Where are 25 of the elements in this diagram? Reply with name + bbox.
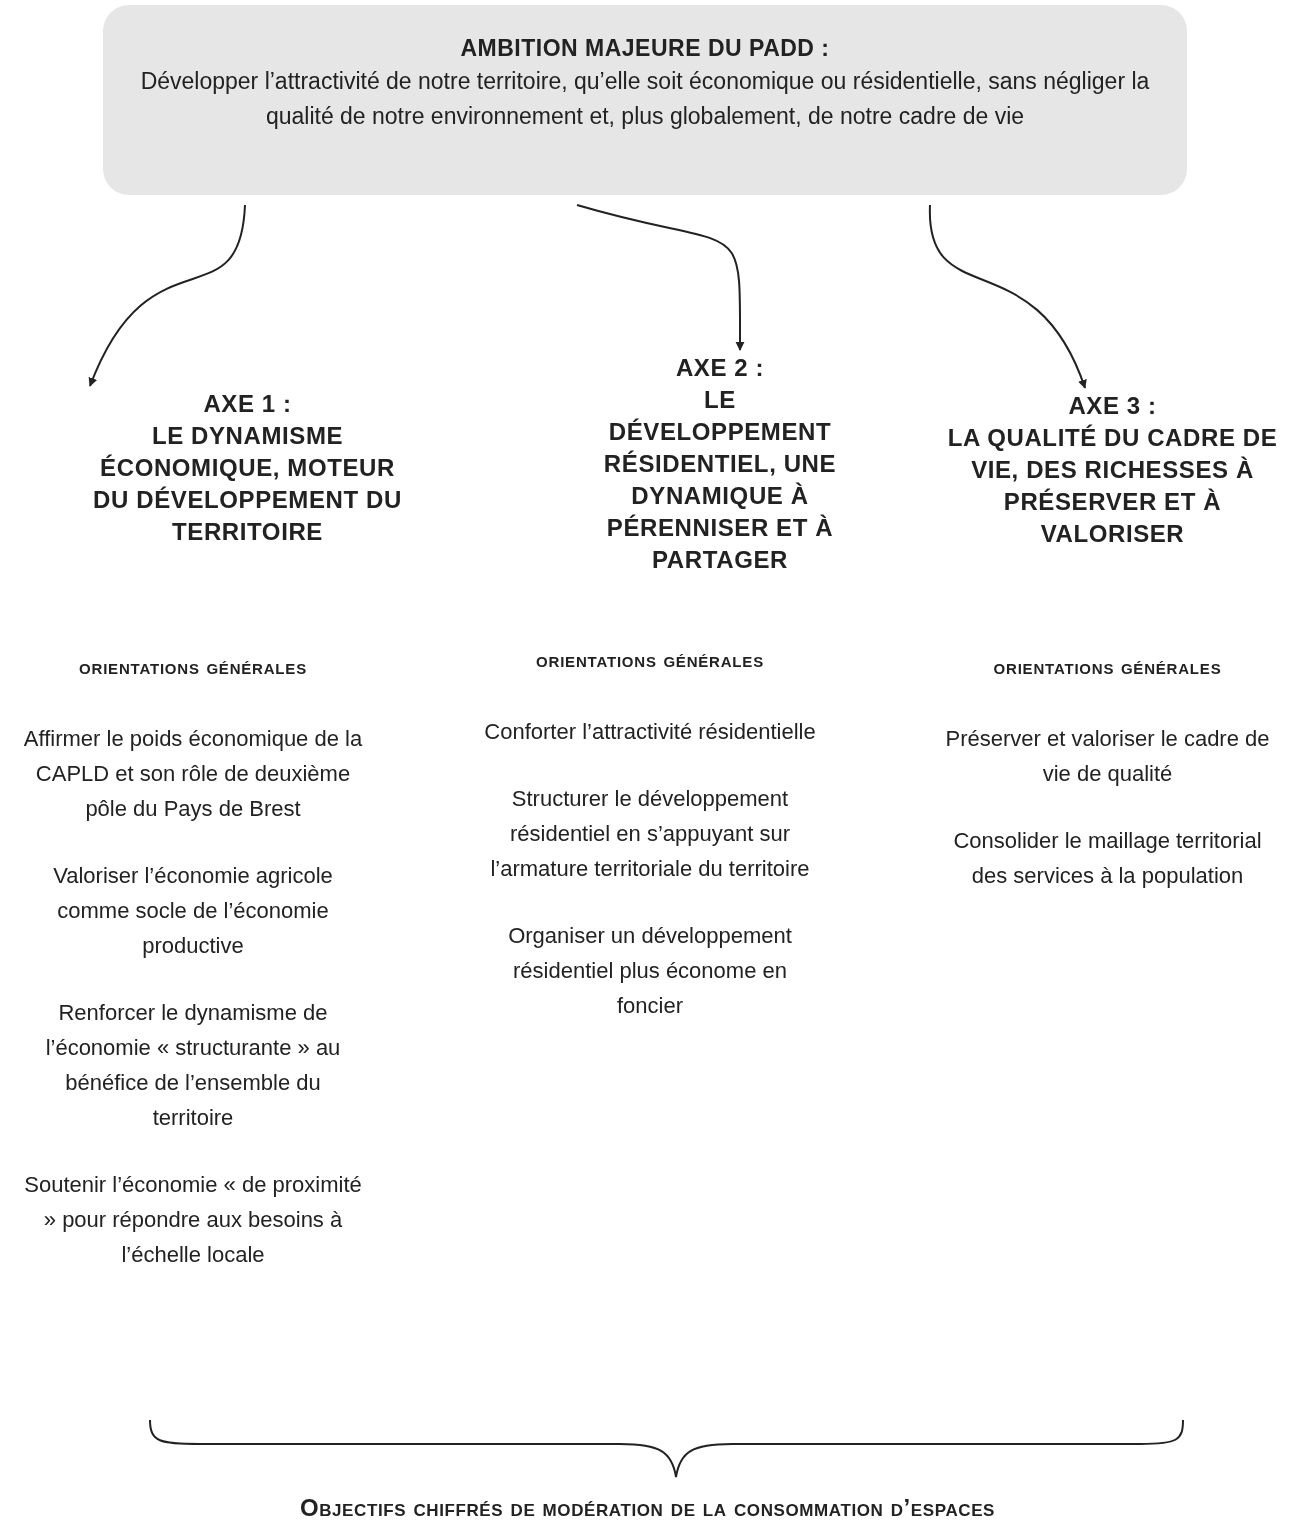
summary-text: Objectifs chiffrés de modération de la consommation d’espaces xyxy=(298,1494,997,1522)
orientation-text: Valoriser l’économie agricole comme socle de l’économie productive xyxy=(52,862,334,960)
box-heading: AMBITION MAJEURE DU PADD : xyxy=(459,35,831,62)
axis-number: AXE 3 : xyxy=(1067,391,1158,421)
curved-arrow xyxy=(929,204,1087,389)
orientation-text: Soutenir l’économie « de proximité » pour répondre aux besoins à l’échelle locale xyxy=(23,1171,363,1269)
orientation-text: Structurer le développement résidentiel en s’appuyant sur l’armature territoriale du territoire xyxy=(489,785,811,883)
orientation-text: Préserver et valoriser le cadre de vie de qualité xyxy=(945,725,1270,788)
section-heading: orientations générales xyxy=(536,648,764,672)
curved-arrow xyxy=(576,204,745,351)
axis-number: AXE 1 : xyxy=(202,389,293,419)
box-text: Développer l’attractivité de notre territoire, qu’elle soit économique ou résidentielle, sans négliger la qualité de notre environnement et, plus globalement, de notre cadre de vie xyxy=(139,67,1151,131)
orientation-text: Consolider le maillage territorial des services à la population xyxy=(952,827,1263,890)
orientation-text: Affirmer le poids économique de la CAPLD et son rôle de deuxième pôle du Pays de Brest xyxy=(23,725,363,823)
section-heading: orientations générales xyxy=(79,655,307,679)
orientation-text: Conforter l’attractivité résidentielle xyxy=(484,718,816,746)
orientation-text: Renforcer le dynamisme de l’économie « structurante » au bénéfice de l’ensemble du territoire xyxy=(44,999,342,1132)
section-heading: orientations générales xyxy=(993,655,1222,679)
axis-title: LE DYNAMISME ÉCONOMIQUE, MOTEUR DU DÉVELOPPEMENT DU TERRITOIRE xyxy=(92,421,403,547)
axis-title: LE DÉVELOPPEMENT RÉSIDENTIEL, UNE DYNAMIQUE À PÉRENNISER ET À PARTAGER xyxy=(602,385,838,575)
axis-title: LA QUALITÉ DU CADRE DE VIE, DES RICHESSES À PRÉSERVER ET À VALORISER xyxy=(946,423,1279,549)
curved-arrow xyxy=(89,204,246,387)
orientation-text: Organiser un développement résidentiel plus économe en foncier xyxy=(507,922,793,1020)
axis-number: AXE 2 : xyxy=(674,353,766,383)
ambition-box xyxy=(103,5,1187,195)
